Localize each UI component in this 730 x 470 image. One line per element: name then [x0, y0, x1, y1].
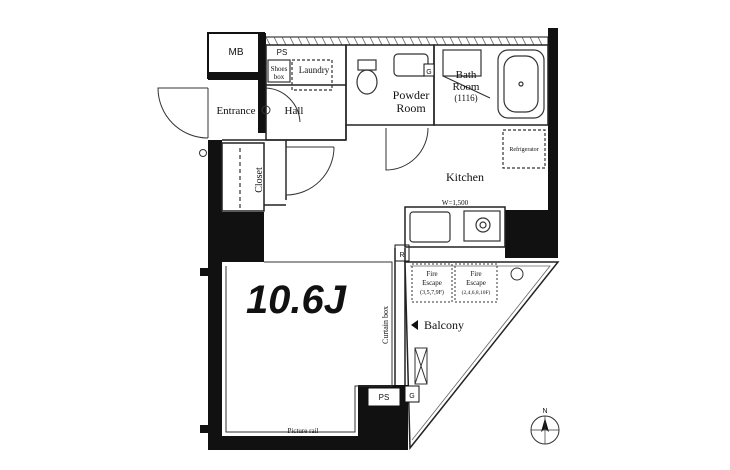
wall-kitchen-right-block [505, 210, 558, 258]
ps-top-label: PS [277, 48, 288, 57]
laundry-label: Laundry [299, 65, 330, 75]
g-balcony-label: G [409, 393, 414, 400]
wall-left-notch-2 [200, 425, 208, 433]
partitions [221, 44, 549, 385]
wall-left [208, 140, 222, 450]
curtain-box-label: Curtain box [381, 306, 390, 344]
shoes-box-label-1: Shoes [271, 65, 288, 73]
ps-bottom-label: PS [379, 393, 390, 402]
entrance-label: Entrance [216, 105, 255, 117]
picture-rail-label: Picture rail [288, 427, 319, 435]
bath-label-2: Room [453, 81, 480, 93]
fire-escape-2-line2: Escape [466, 279, 486, 287]
intercom-icon [199, 149, 207, 157]
g-box-bath [423, 63, 435, 77]
closet-label: Closet [254, 167, 265, 193]
light-icon [261, 105, 271, 115]
fire-escape-boxes [411, 263, 524, 385]
refrigerator-label: Refrigerator [509, 146, 538, 153]
mb-closet [207, 32, 265, 79]
fire-escape-2-line1: Fire [470, 270, 481, 278]
g-bath-label: G [426, 69, 431, 76]
column-left [222, 212, 264, 262]
shoes-box-label-2: box [274, 73, 285, 81]
balcony-outline [404, 261, 560, 451]
sink-width-label: W=1,500 [442, 199, 469, 207]
balcony-label: Balcony [424, 318, 464, 332]
fire-escape-1-floors: (3,5,7,9F) [420, 289, 444, 296]
g-box-balcony [404, 385, 420, 403]
balcony-arrow-icon [411, 320, 418, 330]
mb-label: MB [229, 47, 244, 58]
beam-hatch [265, 36, 543, 46]
door-arcs [157, 87, 429, 196]
wall-left-notch [200, 268, 208, 276]
bath-label-1: Bath [456, 69, 477, 81]
wall-right [548, 28, 558, 258]
fire-escape-2-floors: (2,4,6,8,10F) [462, 289, 491, 296]
r-kitchen-label: R [399, 252, 404, 259]
fire-escape-1-line1: Fire [426, 270, 437, 278]
powder-label-2: Room [396, 101, 426, 115]
fire-escape-1-line2: Escape [422, 279, 442, 287]
main-room-size: 10.6J [246, 278, 347, 322]
powder-label-1: Powder [393, 88, 430, 102]
kitchen-label: Kitchen [446, 170, 484, 184]
ps-bottom-box [367, 387, 401, 407]
compass-north-label: N [542, 408, 547, 415]
main-room-outline [225, 261, 393, 433]
wall-mb-bottom [208, 72, 264, 80]
hall-label: Hall [285, 105, 304, 117]
compass-icon [530, 415, 560, 445]
bath-size: (1116) [454, 93, 477, 103]
wall-mb-right [258, 33, 266, 133]
